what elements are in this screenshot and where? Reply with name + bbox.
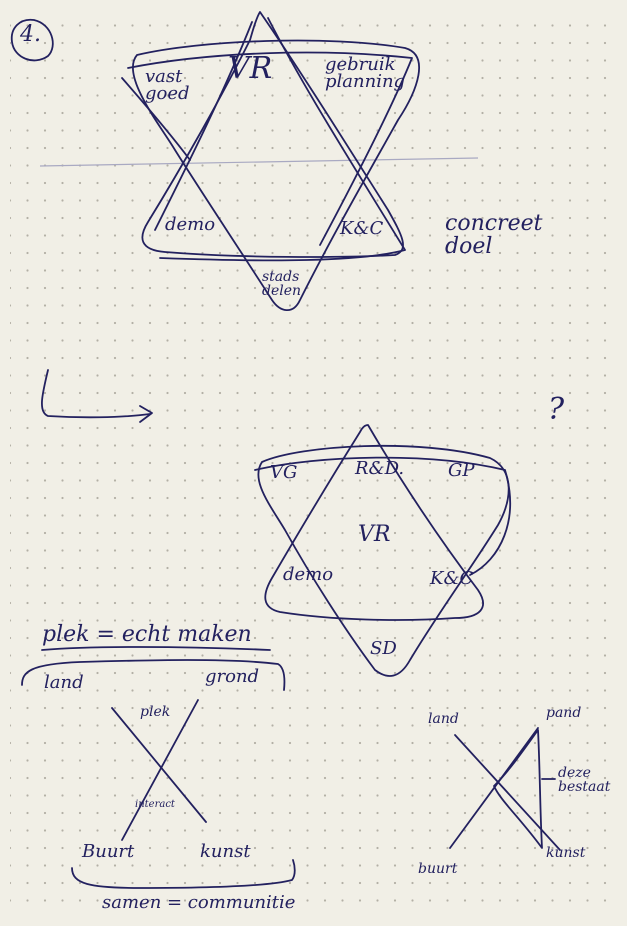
- faint-line: [39, 157, 479, 167]
- d3-label-land: land: [428, 711, 459, 727]
- d1-label-bottom-left: demo: [165, 214, 216, 235]
- note-samen: samen = communitie: [102, 892, 296, 913]
- d1-label-top: VR: [228, 51, 273, 86]
- d2-label-bottom-left: demo: [283, 564, 334, 585]
- dot-grid: [10, 10, 617, 916]
- plek-heading: plek = echt maken: [42, 622, 252, 647]
- d1-side-note: concreet doel: [445, 211, 543, 260]
- x-line-2: [121, 699, 199, 841]
- d3-label-kunst: kunst: [546, 845, 586, 861]
- diagram2-triangle-down: [257, 444, 510, 677]
- d2-label-center: VR: [358, 522, 391, 547]
- bracket-top: [21, 659, 286, 691]
- note-buurt: Buurt: [82, 841, 135, 862]
- page-number-circle: [10, 18, 54, 62]
- note-interact: interact: [135, 799, 175, 810]
- bracket-bottom: [71, 859, 296, 889]
- note-land: land: [44, 672, 84, 693]
- d2-label-top: R&D.: [355, 458, 405, 479]
- d2-question-mark: ?: [548, 392, 565, 427]
- x2-triangle: [493, 729, 543, 849]
- x-line-1: [111, 707, 207, 823]
- d2-label-bottom: SD: [370, 638, 397, 659]
- d1-label-top-right: gebruik planning: [325, 54, 406, 93]
- d2-label-bottom-right: K&C: [430, 568, 474, 589]
- diagram2-triangle-up: [264, 424, 484, 621]
- d1-label-bottom-right: K&C: [340, 218, 384, 239]
- diagram2-triangle-down-overstroke: [254, 456, 511, 576]
- d1-label-top-left: vast goed: [145, 66, 190, 105]
- page-number: 4.: [20, 22, 41, 47]
- arrow-head: [139, 405, 153, 423]
- note-plek: plek: [140, 704, 171, 720]
- arrow: [41, 369, 151, 419]
- note-grond: grond: [205, 666, 260, 687]
- d2-label-top-left: VG: [270, 462, 298, 483]
- diagram1-triangle-up-overstroke: [154, 17, 406, 262]
- d2-label-top-right: GP: [448, 460, 475, 481]
- heading-underline: [41, 646, 271, 651]
- note-kunst: kunst: [200, 841, 251, 862]
- d1-label-bottom: stads delen: [262, 269, 302, 299]
- diagram1-triangle-up: [141, 11, 404, 258]
- d3-label-buurt: buurt: [418, 861, 458, 877]
- d3-label-pand: pand: [546, 705, 582, 721]
- x2-line-1: [454, 734, 561, 851]
- d3-label-deze-bestaat: deze bestaat: [558, 765, 611, 795]
